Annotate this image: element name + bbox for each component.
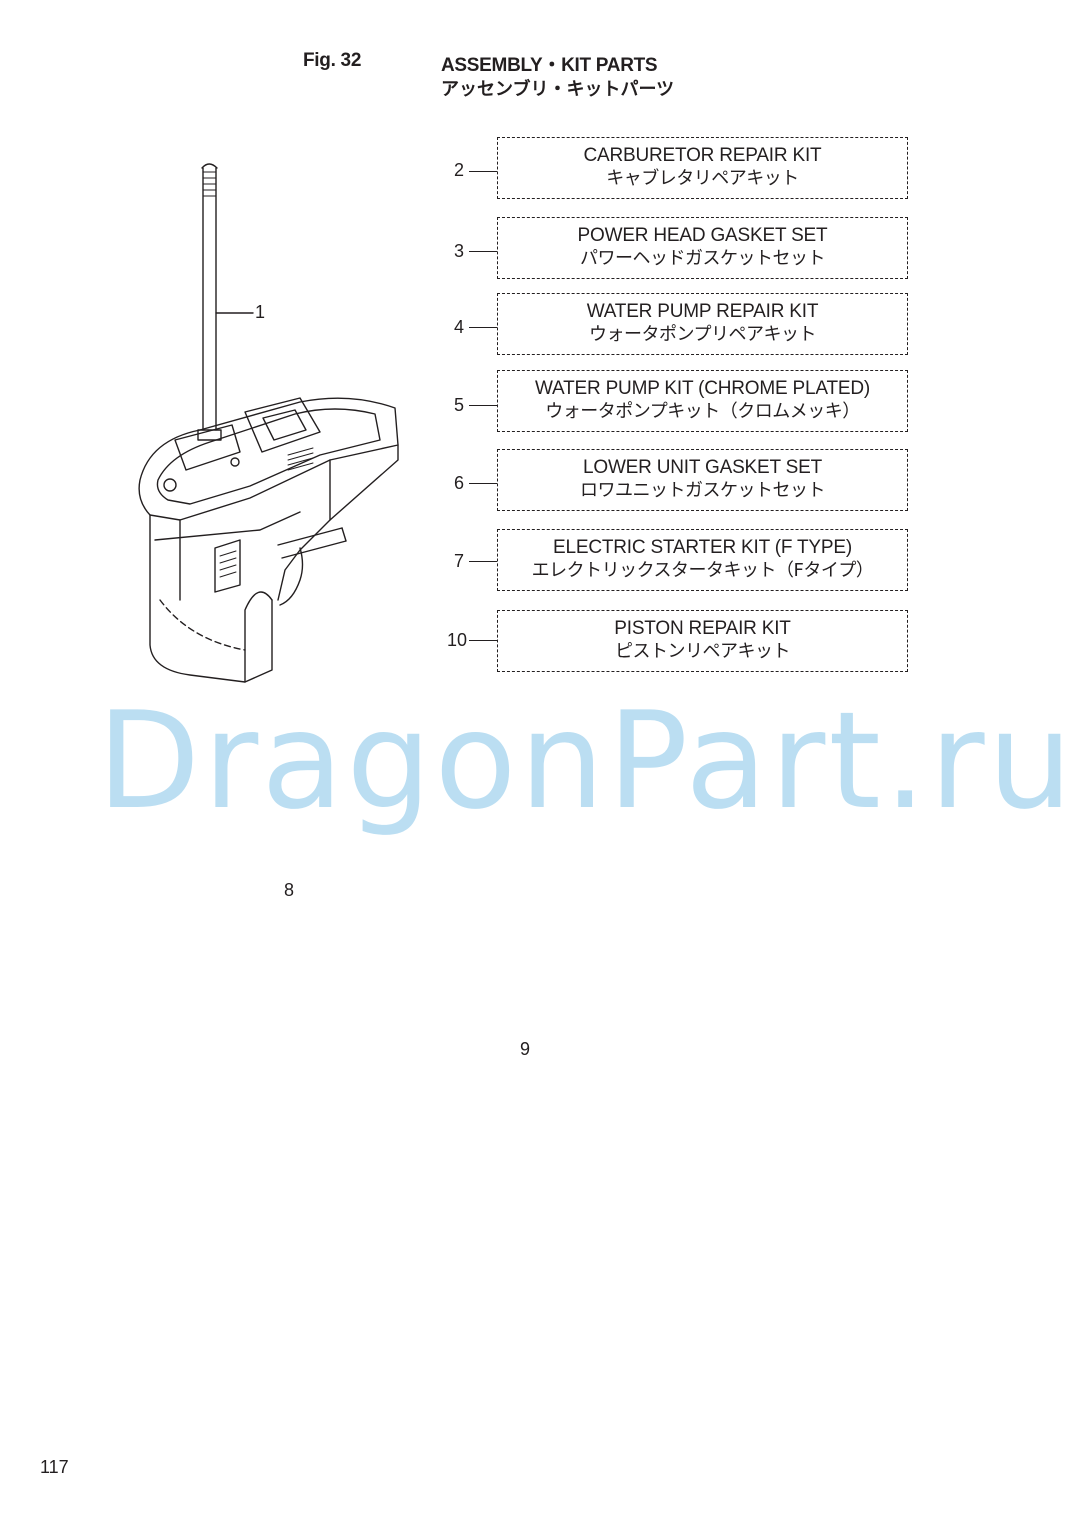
leader-line [469, 561, 497, 562]
kit-name-japanese: ウォータポンプリペアキット [589, 324, 816, 345]
kit-number: 7 [453, 551, 464, 571]
kit-box-lower-unit-gasket: LOWER UNIT GASKET SET ロワユニットガスケットセット [497, 449, 908, 511]
kit-number: 3 [453, 241, 464, 261]
leader-line [469, 327, 497, 328]
kit-name-japanese: キャブレタリペアキット [606, 168, 799, 189]
kit-box-piston-repair: PISTON REPAIR KIT ピストンリペアキット [497, 610, 908, 672]
kit-name-japanese: ピストンリペアキット [615, 641, 791, 662]
leader-line [469, 640, 497, 641]
kit-name: CARBURETOR REPAIR KIT [583, 145, 822, 166]
kit-name: PISTON REPAIR KIT [614, 618, 791, 639]
kit-number: 2 [453, 160, 464, 180]
kit-number: 6 [453, 473, 464, 493]
page-number: 117 [40, 1457, 69, 1477]
page-title: ASSEMBLY・KIT PARTS [441, 55, 658, 76]
kit-name: POWER HEAD GASKET SET [577, 225, 828, 246]
kit-name: WATER PUMP KIT (CHROME PLATED) [535, 378, 870, 399]
kit-name-japanese: エレクトリックスタータキット（Fタイプ） [531, 560, 874, 581]
kit-number: 5 [453, 395, 464, 415]
kit-box-water-pump-chrome: WATER PUMP KIT (CHROME PLATED) ウォータポンプキッ… [497, 370, 908, 432]
figure-label: Fig. 32 [303, 50, 362, 71]
kit-box-carburetor-repair: CARBURETOR REPAIR KIT キャブレタリペアキット [497, 137, 908, 199]
kit-number: 4 [453, 317, 464, 337]
part-number: 8 [284, 880, 295, 900]
leader-line [469, 483, 497, 484]
kit-name: LOWER UNIT GASKET SET [583, 457, 822, 478]
leader-line [469, 171, 497, 172]
kit-number: 10 [446, 630, 467, 650]
kit-name: ELECTRIC STARTER KIT (F TYPE) [553, 537, 852, 558]
part-number: 9 [520, 1039, 531, 1059]
kit-name-japanese: ウォータポンプキット（クロムメッキ） [545, 401, 860, 422]
kit-name-japanese: パワーヘッドガスケットセット [580, 248, 826, 269]
leader-line [469, 251, 497, 252]
kit-box-power-head-gasket: POWER HEAD GASKET SET パワーヘッドガスケットセット [497, 217, 908, 279]
part-number: 1 [255, 302, 266, 322]
kit-box-water-pump-repair: WATER PUMP REPAIR KIT ウォータポンプリペアキット [497, 293, 908, 355]
lower-unit-assembly-drawing [138, 163, 399, 683]
leader-line [469, 405, 497, 406]
kit-name: WATER PUMP REPAIR KIT [586, 301, 819, 322]
kit-box-electric-starter: ELECTRIC STARTER KIT (F TYPE) エレクトリックスター… [497, 529, 908, 591]
kit-name-japanese: ロワユニットガスケットセット [580, 480, 826, 501]
page-title-japanese: アッセンブリ・キットパーツ [441, 79, 675, 100]
